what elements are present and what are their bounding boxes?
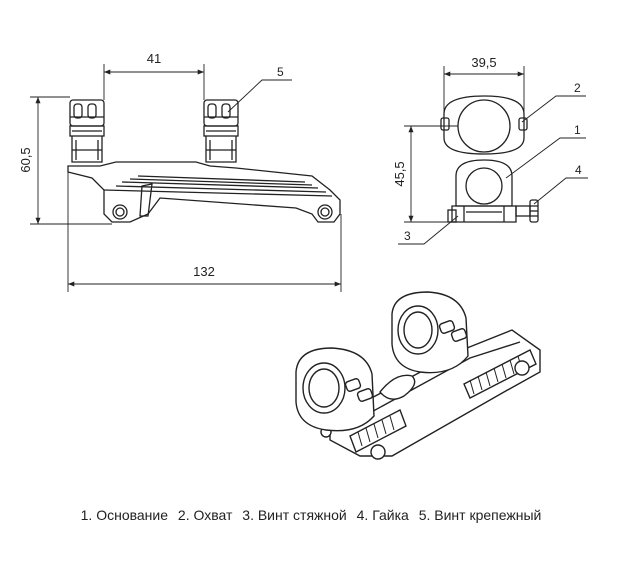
callout-1: 1 [574,123,581,137]
parts-legend: 1. Основание 2. Охват 3. Винт стяжной 4.… [0,507,622,523]
legend-item-ring: 2. Охват [177,507,233,523]
front-view-upper-ring [440,95,528,155]
legend-item-clamp-screw: 3. Винт стяжной [242,507,347,523]
isometric-rear-ring [391,291,469,374]
callout-4: 4 [575,163,582,177]
front-view-lower-clamp [447,159,539,223]
dimension-axis-height: 45,5 [392,161,407,186]
side-view-dimensions [30,64,342,292]
callout-2: 2 [574,81,581,95]
side-view-base [67,161,341,223]
dimension-ring-spacing: 41 [147,51,161,66]
legend-item-nut: 4. Гайка [356,507,409,523]
isometric-view [295,291,541,460]
dimension-ring-width: 39,5 [471,55,496,70]
legend-item-mounting-screw: 5. Винт крепежный [418,507,542,523]
dimension-total-length: 132 [193,264,215,279]
isometric-front-ring [295,347,375,432]
side-view-left-ring [69,99,105,163]
legend-item-base: 1. Основание [80,507,169,523]
front-view-dimensions [398,66,588,245]
side-view-right-ring [203,99,239,163]
front-view [440,95,539,223]
callout-5: 5 [277,65,284,79]
side-view [67,99,341,223]
callout-3: 3 [404,229,411,243]
dimension-side-height: 60,5 [18,147,33,172]
